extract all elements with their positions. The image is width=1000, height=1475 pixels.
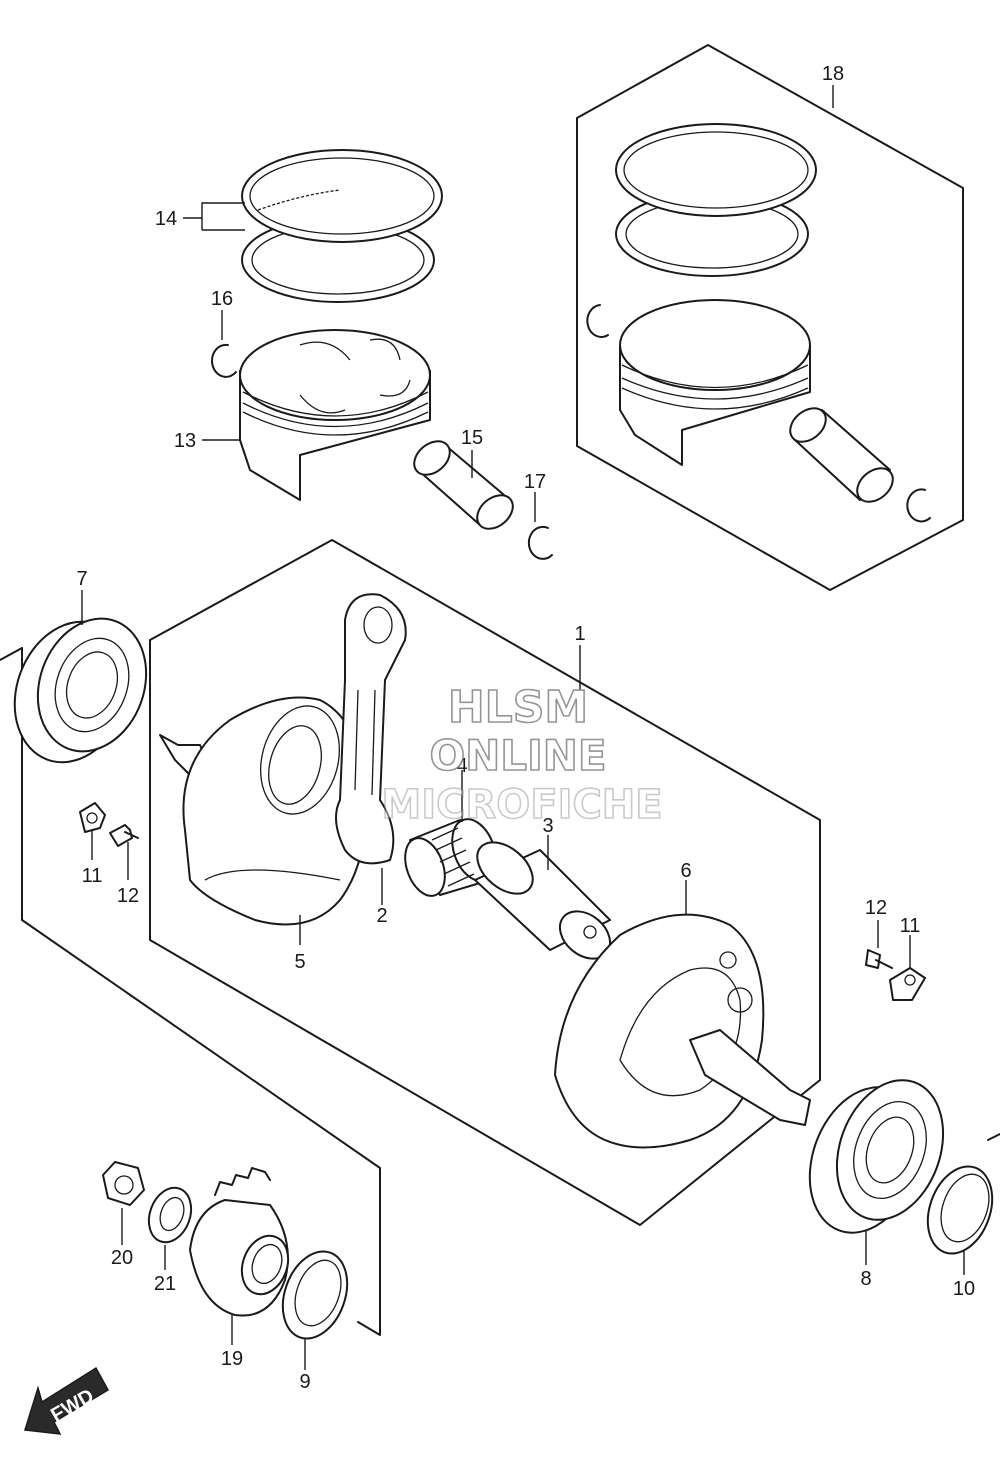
callout-9: 9 [299,1371,310,1393]
crank-pin-3 [474,841,612,960]
callout-19: 19 [221,1348,243,1370]
watermark-line-1: HLSM [448,682,588,733]
crank-web-5 [159,696,367,926]
primary-gear-19 [189,1167,290,1317]
circlip-16 [211,343,237,378]
screw-12-right [865,949,893,969]
callout-4: 4 [456,755,467,777]
callout-18: 18 [822,63,844,85]
callout-21: 21 [154,1273,176,1295]
callout-12-right: 12 [865,897,887,919]
callout-3: 3 [542,815,553,837]
watermark-line-3: MICROFICHE [381,782,662,828]
watermark: HLSM ONLINE MICROFICHE [381,681,664,829]
crankshaft-assembly-frame [149,539,821,1226]
fwd-arrow-icon: FWD [24,1366,110,1435]
bearing-7 [13,617,148,764]
callout-13: 13 [174,430,196,452]
callout-1: 1 [574,623,585,645]
crank-web-6 [554,913,811,1149]
callout-8: 8 [860,1268,871,1290]
leader-lines [81,85,965,1370]
callout-7: 7 [76,568,87,590]
nut-20 [102,1161,145,1206]
piston-rings [241,149,443,303]
watermark-line-2: ONLINE [429,731,606,780]
callout-11-left: 11 [82,865,103,887]
lock-plate-11-left [79,802,106,833]
bearing-8 [808,1079,945,1234]
oil-seal-10 [926,1165,994,1255]
oil-seal-9 [281,1250,349,1340]
bearing-kit-frame-side [21,647,381,1336]
callout-16: 16 [211,288,233,310]
piston-pin-15 [413,440,514,530]
callout-5: 5 [294,951,305,973]
callout-11-right: 11 [900,915,921,937]
callout-20: 20 [111,1247,133,1269]
washer-21 [147,1186,193,1244]
piston-kit-18 [586,123,931,523]
callout-2: 2 [376,905,387,927]
callout-12-left: 12 [117,885,139,907]
right-bearing-frame [987,1133,1000,1141]
callout-17: 17 [524,471,546,493]
callout-10: 10 [953,1278,975,1300]
piston-kit-frame [576,44,964,591]
callout-15: 15 [461,427,483,449]
lock-plate-11-right [889,967,926,1001]
circlip-17 [527,525,553,560]
callout-14: 14 [155,208,177,230]
screw-12-left [109,824,139,847]
callout-6: 6 [680,860,691,882]
piston-13 [239,329,431,501]
bearing-kit-frame [0,647,23,661]
connecting-rod-2 [335,593,407,865]
